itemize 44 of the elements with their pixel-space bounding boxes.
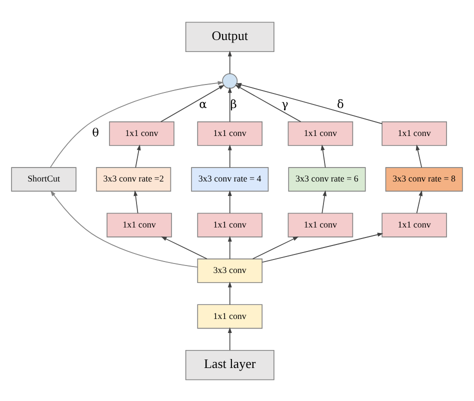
node-box: 1x1 conv — [197, 212, 262, 237]
arrow — [252, 236, 299, 259]
arrow — [236, 82, 382, 124]
node-box: 3x3 conv rate = 4 — [191, 166, 269, 192]
node-box: 3x3 conv — [197, 258, 262, 283]
node-box: 1x1 conv — [109, 120, 174, 146]
arrow — [50, 80, 224, 168]
node-box: 1x1 conv — [288, 212, 354, 237]
edge-label: α — [199, 96, 207, 111]
arrow — [228, 235, 232, 259]
node-box: ShortCut — [11, 166, 76, 192]
arrow — [50, 190, 198, 268]
arrow — [234, 84, 302, 122]
node-box: 1x1 conv — [106, 212, 172, 237]
node-box: 3x3 conv rate = 6 — [288, 166, 366, 192]
arrow — [161, 236, 208, 259]
edge-label: β — [230, 96, 237, 111]
arrow — [322, 190, 327, 214]
edge-label: θ — [92, 125, 100, 140]
arrow — [262, 232, 384, 262]
arrow — [228, 86, 232, 122]
arrow — [416, 190, 423, 214]
arrow — [228, 50, 232, 74]
node-box: 1x1 conv — [197, 120, 262, 146]
arrow — [228, 281, 232, 304]
arrow — [135, 144, 141, 168]
node-box: 1x1 conv — [197, 304, 262, 328]
node-circle — [222, 72, 238, 88]
node-box: 3x3 conv rate =2 — [96, 166, 172, 192]
node-box: Output — [185, 21, 274, 52]
arrow — [416, 144, 422, 168]
arrow — [228, 190, 232, 214]
node-box: 1x1 conv — [382, 120, 447, 146]
node-box: 3x3 conv rate = 8 — [385, 166, 463, 192]
edge-label: δ — [337, 96, 344, 111]
edge-label: γ — [282, 96, 288, 111]
node-box: 1x1 conv — [288, 120, 354, 146]
arrow — [228, 144, 232, 168]
arrow — [160, 84, 225, 122]
arrow — [134, 190, 138, 214]
arrow — [320, 144, 326, 168]
node-box: Last layer — [185, 349, 274, 380]
node-box: 1x1 conv — [382, 212, 447, 237]
arrow — [228, 326, 232, 350]
